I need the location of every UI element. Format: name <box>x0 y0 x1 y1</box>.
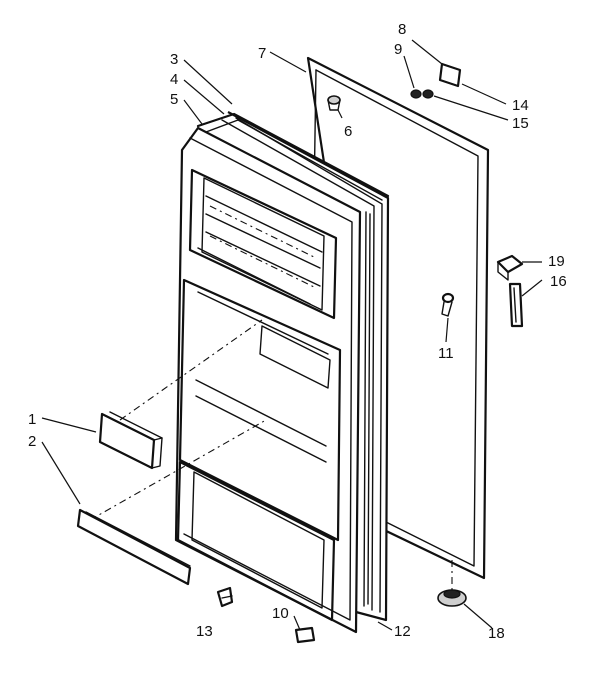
callout-4: 4 <box>170 71 178 88</box>
door-liner <box>174 126 362 634</box>
callout-13: 13 <box>196 623 213 640</box>
part-10-screw <box>294 626 316 644</box>
callout-2: 2 <box>28 433 36 450</box>
callout-16: 16 <box>550 273 567 290</box>
door-frame-top <box>196 112 390 201</box>
callout-8: 8 <box>398 21 406 38</box>
part-1-shelf-bracket <box>98 411 163 470</box>
callout-15: 15 <box>512 115 529 132</box>
callout-1: 1 <box>28 411 36 428</box>
callout-14: 14 <box>512 97 529 114</box>
part-2-shelf-bar <box>76 508 192 586</box>
callout-12: 12 <box>394 623 411 640</box>
callout-7: 7 <box>258 45 266 62</box>
callout-11: 11 <box>438 345 454 362</box>
callout-6: 6 <box>344 123 352 140</box>
callout-19: 19 <box>548 253 565 270</box>
callout-10: 10 <box>272 605 289 622</box>
part-13-clip <box>216 586 234 608</box>
assembly-centerlines <box>89 319 453 590</box>
part-11-screw <box>441 292 455 317</box>
leader-lines <box>41 39 543 631</box>
part-16-handle <box>508 282 524 328</box>
callout-numbers: 1 2 3 4 5 6 7 8 9 10 11 12 13 14 15 16 1… <box>28 21 567 642</box>
part-6-plug <box>327 95 341 111</box>
callout-5: 5 <box>170 91 178 108</box>
part-18-bushing <box>437 589 467 607</box>
part-19-handle-cap <box>496 254 524 281</box>
callout-3: 3 <box>170 51 178 68</box>
callout-9: 9 <box>394 41 402 58</box>
callout-18: 18 <box>488 625 505 642</box>
parts-hinge-hardware <box>410 62 462 99</box>
